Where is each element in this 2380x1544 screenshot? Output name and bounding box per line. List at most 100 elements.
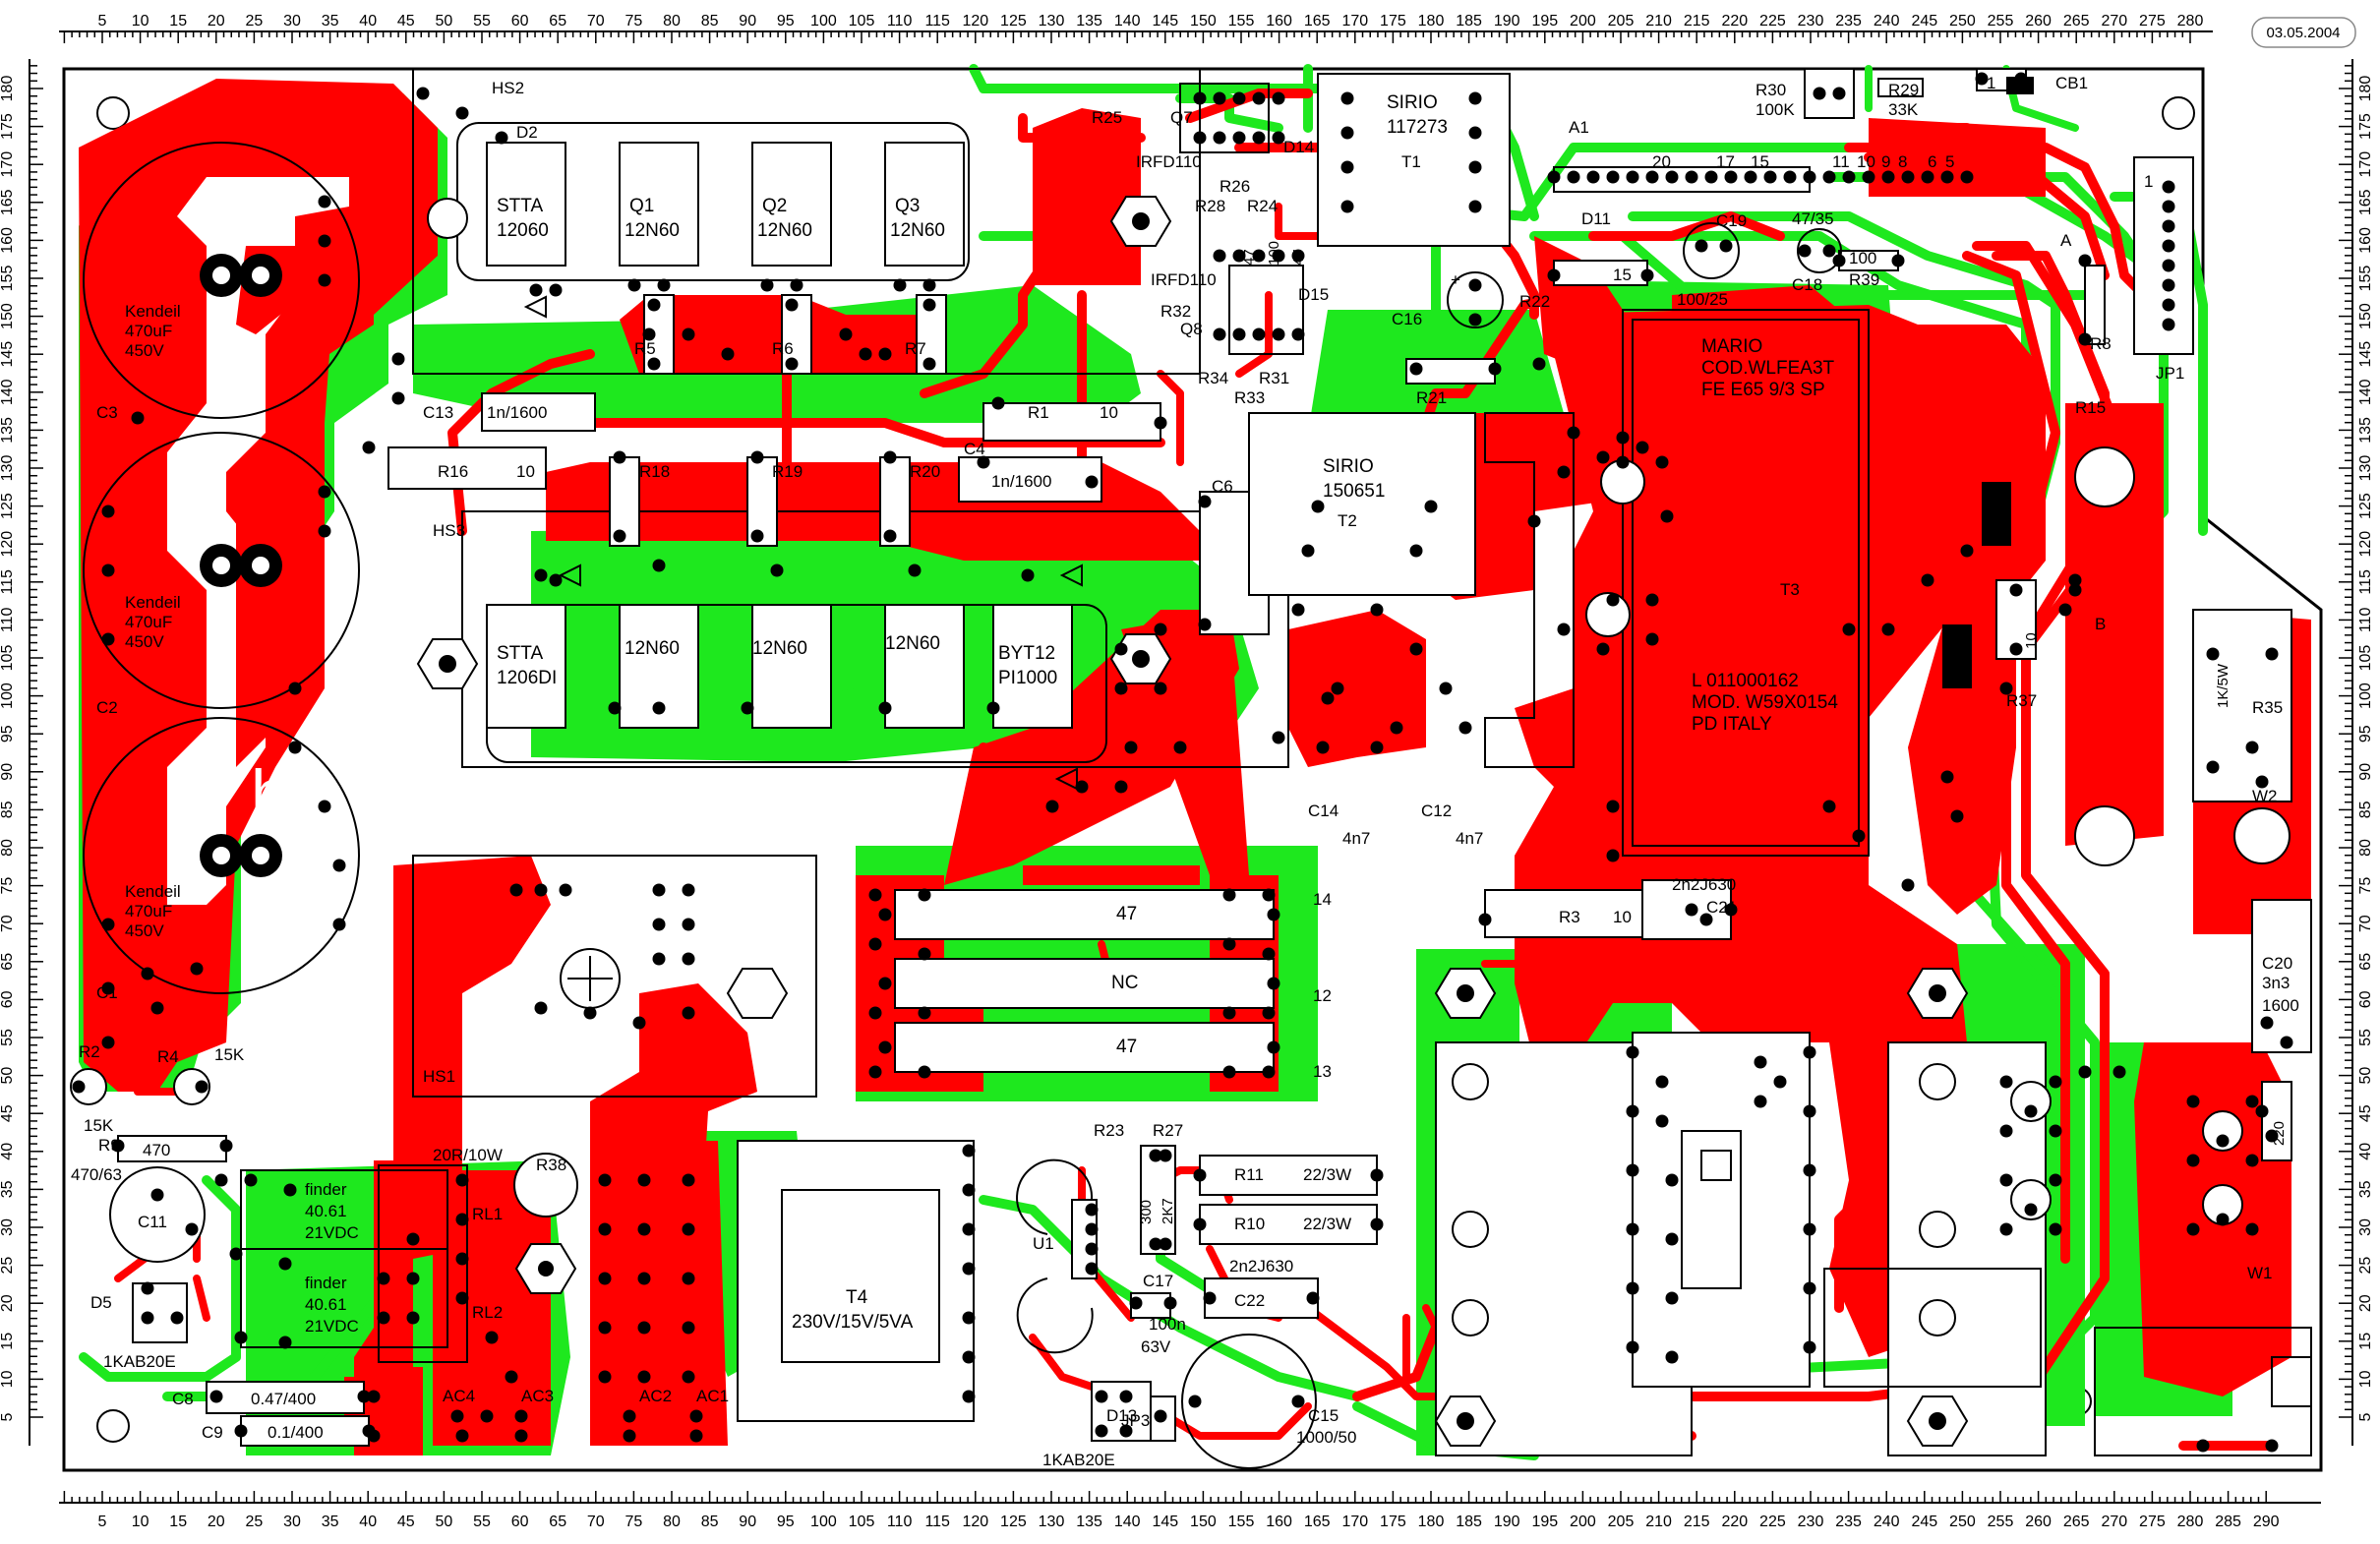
ruler-top-label: 35 [322, 13, 339, 30]
board-date: 03.05.2004 [2266, 25, 2340, 41]
ruler-bottom-label: 240 [1874, 1514, 1900, 1530]
ruler-top-label: 250 [1949, 13, 1976, 30]
ruler-top-label: 245 [1911, 13, 1937, 30]
ruler-top-label: 100 [810, 13, 837, 30]
label-ac1: AC1 [696, 1387, 729, 1405]
label-c19-val: 100/25 [1677, 290, 1728, 309]
label-rl2: RL2 [472, 1303, 503, 1322]
label-ac4: AC4 [443, 1387, 475, 1405]
label-c17-v: 63V [1141, 1337, 1171, 1356]
label-finder1-l1: finder [305, 1180, 347, 1199]
ruler-bottom-label: 235 [1835, 1514, 1862, 1530]
label-ac3: AC3 [521, 1387, 554, 1405]
ruler-right-label: 95 [2357, 725, 2374, 742]
ruler-right-label: 80 [2357, 839, 2374, 857]
ruler-bottom-label: 210 [1645, 1514, 1672, 1530]
ruler-left-label: 130 [0, 455, 16, 482]
ruler-top-label: 205 [1608, 13, 1635, 30]
label-ltx-l1: L 011000162 [1692, 671, 1799, 691]
label-resnc: NC [1111, 973, 1138, 993]
ruler-right-label: 50 [2357, 1067, 2374, 1085]
label-r11-val: 22/3W [1303, 1165, 1351, 1184]
label-pin15: 15 [1751, 152, 1769, 171]
ruler-left-label: 135 [0, 417, 16, 444]
ruler-left-label: 115 [0, 569, 16, 595]
ruler-right-label: 45 [2357, 1104, 2374, 1122]
label-r21: R21 [1416, 388, 1447, 407]
label-r3: R3 [1559, 908, 1580, 926]
ruler-top-label: 50 [436, 13, 453, 30]
label-c12: C12 [1421, 802, 1452, 820]
ruler-right-label: 20 [2357, 1294, 2374, 1312]
ruler-right-label: 115 [2357, 569, 2374, 595]
label-pin10: 10 [1857, 152, 1875, 171]
label-r1-val: 10 [1100, 403, 1118, 422]
ruler-bottom-label: 80 [663, 1514, 681, 1530]
ruler-bottom-label: 145 [1152, 1514, 1178, 1530]
label-47a: 47 [1241, 249, 1258, 266]
ruler-bottom-label: 95 [777, 1514, 795, 1530]
label-kab-a: 1KAB20E [103, 1352, 176, 1371]
label-mario-l2: COD.WLFEA3T [1701, 358, 1835, 379]
ruler-top-label: 135 [1076, 13, 1102, 30]
ruler-bottom-label: 185 [1456, 1514, 1482, 1530]
label-r35-val: 1K/5W [2215, 663, 2231, 708]
ruler-bottom-label: 65 [549, 1514, 566, 1530]
label-q8: Q8 [1180, 320, 1203, 338]
label-q3-part: 12N60 [890, 220, 945, 241]
ruler-bottom-label: 215 [1684, 1514, 1710, 1530]
label-r26: R26 [1220, 177, 1250, 196]
ruler-bottom-label: 290 [2253, 1514, 2280, 1530]
ruler-bottom-label: 175 [1380, 1514, 1406, 1530]
label-r24: R24 [1247, 197, 1278, 215]
ruler-bottom-label: 45 [397, 1514, 415, 1530]
ruler-top-label: 85 [701, 13, 719, 30]
label-300: 300 [1138, 1200, 1155, 1224]
diode-symbols [523, 295, 1083, 791]
label-c8-val: 0.47/400 [251, 1390, 316, 1408]
ruler-top-label: 180 [1418, 13, 1445, 30]
ruler-right-label: 180 [2357, 76, 2374, 102]
label-a1: A1 [1569, 118, 1589, 137]
label-c21-val: 2n2J630 [1672, 875, 1736, 894]
ruler-left-label: 180 [0, 76, 16, 102]
label-finder1-l2: 40.61 [305, 1202, 347, 1220]
ruler-right-label: 165 [2357, 189, 2374, 215]
label-15k-a: 15K [214, 1045, 245, 1064]
label-c15: C15 [1308, 1406, 1339, 1425]
ruler-top-label: 105 [849, 13, 875, 30]
label-r30-val: 100K [1755, 100, 1795, 119]
label-n13: 13 [1313, 1062, 1332, 1081]
dark-inductors [1942, 77, 2034, 688]
ruler-left-label: 30 [0, 1218, 16, 1236]
label-c6: C6 [1212, 477, 1233, 496]
ruler-top-label: 60 [511, 13, 529, 30]
ruler-right-label: 160 [2357, 227, 2374, 254]
label-r4: R4 [157, 1047, 179, 1066]
ruler-left-label: 80 [0, 839, 16, 857]
ruler-right-label: 25 [2357, 1257, 2374, 1275]
label-r9: R9 [98, 1136, 120, 1155]
label-sirio-b: SIRIO [1323, 456, 1374, 477]
label-r7: R7 [905, 339, 926, 358]
ruler-bottom-label: 70 [587, 1514, 605, 1530]
label-cb1: CB1 [2055, 74, 2088, 92]
label-finder2-l1: finder [305, 1274, 347, 1292]
label-pa: A [2060, 231, 2072, 250]
label-2k7: 2K7 [1160, 1198, 1176, 1224]
ruler-top-label: 95 [777, 13, 795, 30]
ruler-left-label: 70 [0, 915, 16, 932]
label-r35: R35 [2252, 698, 2283, 717]
label-c16: C16 [1392, 310, 1422, 328]
label-kendeil-2-l2: 470uF [125, 613, 172, 631]
ruler-right-label: 75 [2357, 877, 2374, 895]
ruler-top-label: 15 [169, 13, 187, 30]
label-pin6: 6 [1928, 152, 1936, 171]
label-ltx-l2: MOD. W59X0154 [1692, 692, 1838, 713]
ruler-bottom-label: 5 [98, 1514, 107, 1530]
ruler-bottom-label: 10 [132, 1514, 149, 1530]
ruler-top-label: 55 [473, 13, 491, 30]
ruler-bottom-label: 40 [359, 1514, 377, 1530]
ruler-right-label: 10 [2357, 1370, 2374, 1388]
